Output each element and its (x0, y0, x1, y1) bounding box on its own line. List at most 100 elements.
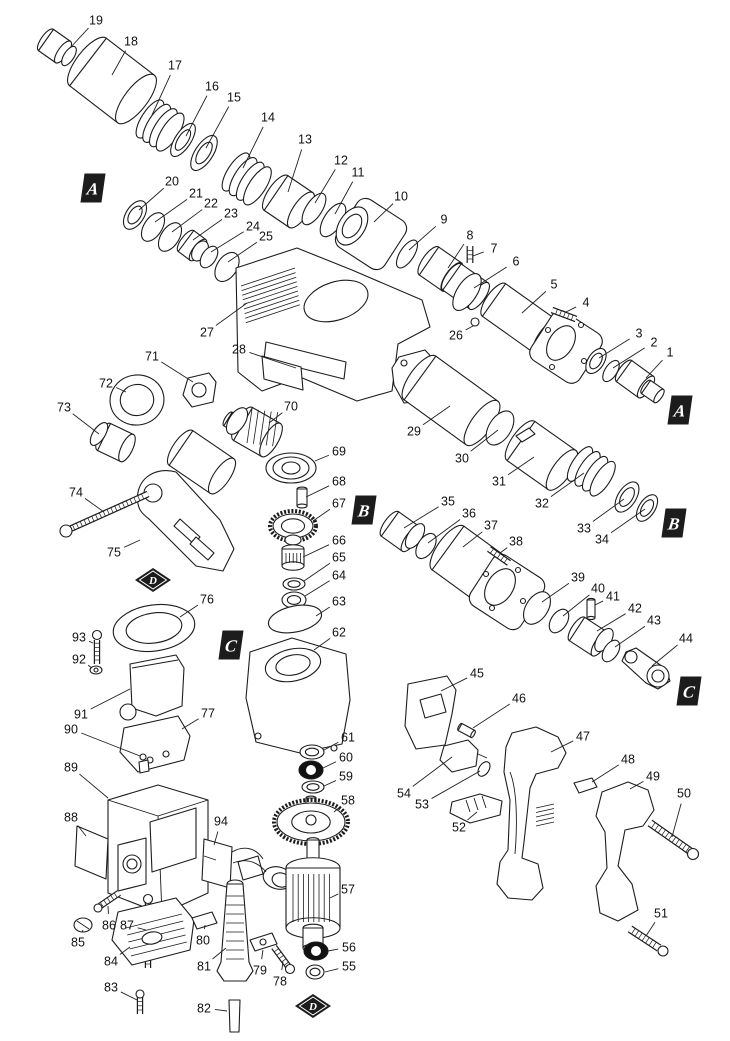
leader-line-82 (214, 1008, 228, 1012)
leader-line-45 (440, 677, 468, 692)
leader-line-30 (470, 429, 499, 452)
part-label-5: 5 (551, 278, 558, 292)
part-label-63: 63 (332, 595, 346, 609)
leader-line-88 (77, 825, 87, 837)
part-label-71: 71 (145, 350, 159, 364)
part-label-1: 1 (667, 346, 674, 360)
part-label-81: 81 (197, 960, 211, 974)
marker-letter-c: C (224, 637, 239, 656)
part-label-75: 75 (107, 546, 121, 560)
leader-line-19 (69, 27, 89, 49)
part-label-73: 73 (57, 401, 71, 415)
part-label-20: 20 (165, 175, 179, 189)
part-label-76: 76 (200, 593, 214, 607)
leader-line-87 (137, 927, 147, 931)
part-label-12: 12 (334, 154, 348, 168)
part-label-62: 62 (332, 626, 346, 640)
leader-line-65 (303, 562, 331, 582)
part-label-84: 84 (104, 955, 118, 969)
part-label-33: 33 (577, 522, 591, 536)
leader-line-15 (205, 106, 230, 149)
leader-line-81 (212, 947, 227, 960)
leader-line-24 (210, 231, 244, 253)
leader-line-68 (305, 485, 330, 498)
leader-line-66 (302, 544, 330, 558)
leader-line-57 (329, 893, 339, 899)
part-label-72: 72 (99, 377, 113, 391)
part-label-59: 59 (339, 770, 353, 784)
part-label-49: 49 (646, 770, 660, 784)
part-label-17: 17 (168, 59, 182, 73)
leader-line-37 (462, 531, 483, 548)
leader-line-49 (629, 781, 644, 790)
leader-line-33 (592, 498, 625, 522)
part-label-38: 38 (509, 535, 523, 549)
part-label-27: 27 (200, 326, 214, 340)
part-label-21: 21 (189, 187, 203, 201)
part-label-13: 13 (298, 133, 312, 147)
part-label-54: 54 (397, 787, 411, 801)
leader-line-55 (324, 968, 339, 973)
leader-line-70 (268, 412, 283, 424)
part-label-26: 26 (449, 329, 463, 343)
leader-line-46 (472, 703, 511, 729)
part-label-16: 16 (205, 80, 219, 94)
part-label-70: 70 (284, 400, 298, 414)
leader-line-16 (185, 95, 208, 137)
part-label-86: 86 (102, 919, 116, 933)
part-label-37: 37 (484, 519, 498, 533)
part-label-34: 34 (595, 533, 609, 547)
leader-line-80 (204, 924, 206, 930)
part-label-2: 2 (651, 336, 658, 350)
leader-line-78 (281, 961, 284, 971)
part-label-56: 56 (342, 941, 356, 955)
part-label-46: 46 (512, 692, 526, 706)
part-label-94: 94 (214, 815, 228, 829)
part-label-87: 87 (120, 919, 134, 933)
leader-line-60 (322, 761, 337, 769)
part-label-10: 10 (394, 190, 408, 204)
part-label-58: 58 (341, 794, 355, 808)
part-labels: 1234567891011121314151617181920212223242… (57, 14, 693, 1016)
section-marker-a-2: A (667, 395, 693, 425)
leader-line-35 (403, 506, 439, 529)
leader-line-36 (427, 519, 461, 544)
leader-line-83 (120, 991, 138, 1001)
leader-line-26 (465, 325, 474, 331)
part-label-74: 74 (69, 486, 83, 500)
diagram-shapes (36, 28, 700, 1033)
part-label-47: 47 (576, 730, 590, 744)
part-label-25: 25 (259, 230, 273, 244)
part-label-18: 18 (124, 35, 138, 49)
part-label-90: 90 (64, 723, 78, 737)
part-label-9: 9 (441, 213, 448, 227)
leader-line-53 (431, 770, 481, 799)
part-label-3: 3 (636, 327, 643, 341)
section-marker-d-8: D (295, 994, 331, 1018)
leader-line-17 (151, 74, 171, 116)
leader-line-62 (313, 638, 331, 651)
leader-line-69 (314, 454, 330, 462)
part-label-67: 67 (332, 497, 346, 511)
leader-line-31 (507, 456, 535, 476)
part-label-40: 40 (591, 582, 605, 596)
part-label-79: 79 (253, 964, 267, 978)
leader-line-91 (90, 688, 131, 710)
part-label-36: 36 (462, 507, 476, 521)
leader-line-25 (227, 241, 258, 263)
leader-line-12 (314, 169, 336, 204)
leader-line-58 (333, 806, 340, 813)
part-label-80: 80 (196, 934, 210, 948)
leader-line-74 (84, 498, 105, 513)
leader-line-90 (81, 732, 141, 757)
marker-letter-d: D (308, 1001, 317, 1013)
leader-line-63 (315, 606, 331, 617)
part-label-53: 53 (415, 798, 429, 812)
part-label-93: 93 (72, 631, 86, 645)
leader-lines (69, 27, 682, 1012)
leader-line-50 (671, 803, 682, 838)
marker-letter-d: D (148, 575, 157, 587)
leader-line-94 (213, 831, 219, 846)
part-label-30: 30 (455, 452, 469, 466)
